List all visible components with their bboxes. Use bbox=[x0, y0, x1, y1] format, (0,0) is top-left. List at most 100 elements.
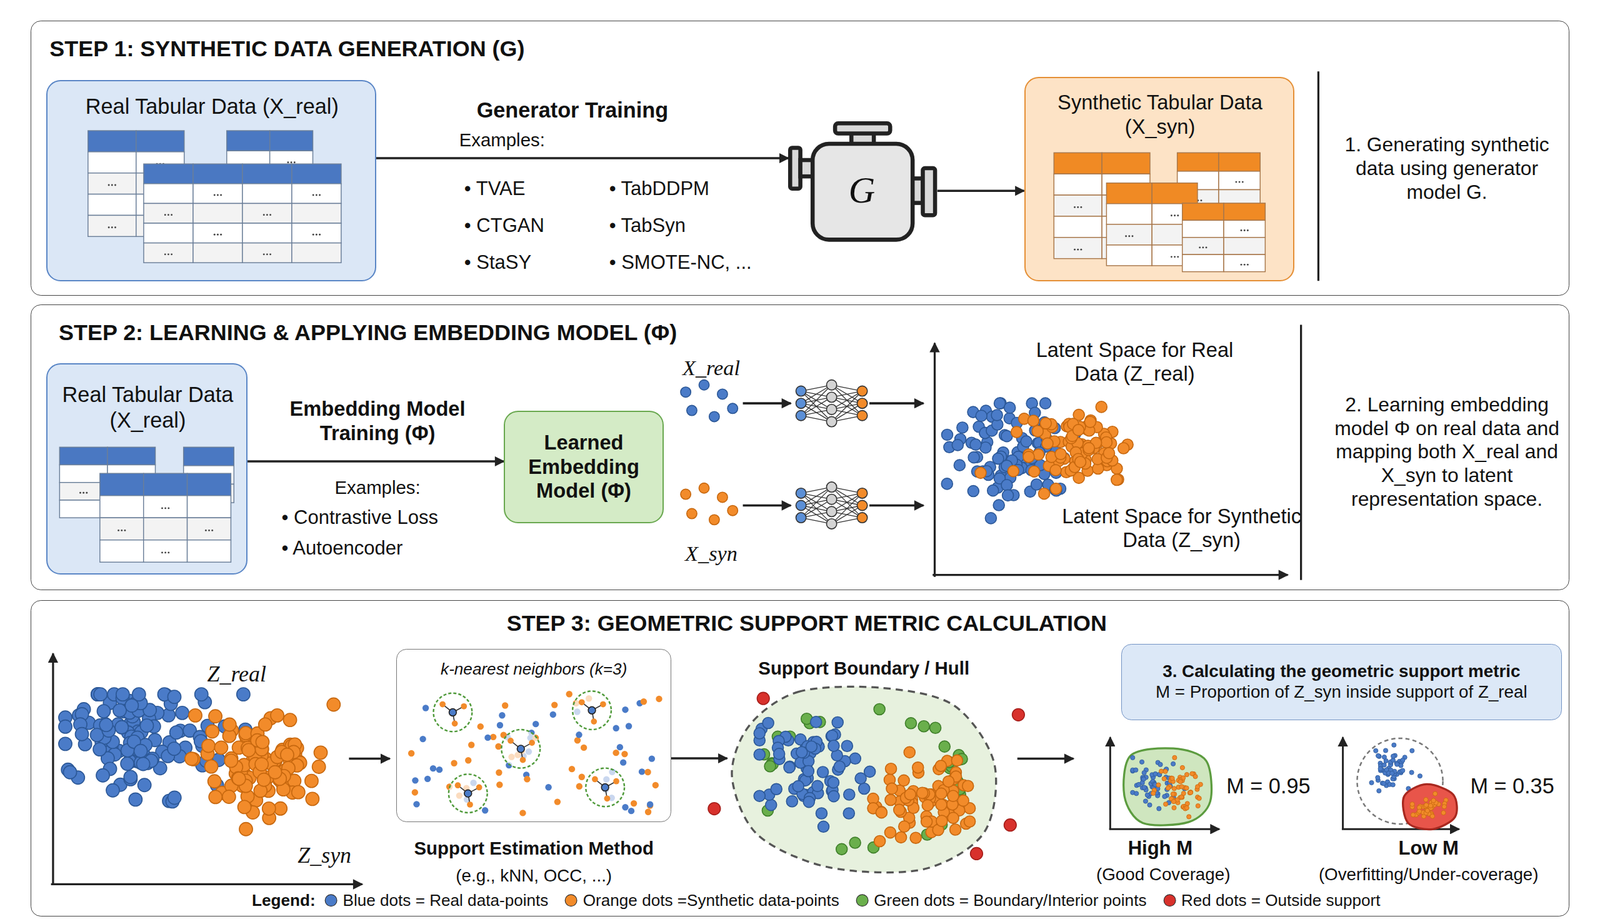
table-cell bbox=[143, 517, 188, 540]
data-point bbox=[1050, 464, 1062, 476]
table-cell bbox=[242, 223, 292, 244]
table-cell bbox=[291, 203, 342, 224]
data-point bbox=[613, 724, 620, 731]
data-point bbox=[201, 738, 215, 752]
cell-dots bbox=[114, 226, 117, 229]
data-point bbox=[962, 780, 974, 792]
annotation: High M bbox=[1128, 836, 1193, 860]
cell-dots bbox=[211, 528, 214, 531]
data-point bbox=[885, 793, 897, 805]
data-point bbox=[935, 760, 947, 772]
boundary-point bbox=[918, 720, 930, 732]
data-point bbox=[941, 428, 953, 440]
data-point bbox=[1416, 808, 1422, 814]
data-point bbox=[680, 488, 691, 499]
cell-dots bbox=[111, 184, 114, 187]
data-point bbox=[232, 771, 246, 785]
data-point bbox=[123, 770, 137, 784]
table-cell bbox=[107, 446, 156, 465]
data-point bbox=[495, 743, 502, 750]
neighborhood-circle bbox=[586, 767, 625, 807]
data-point bbox=[620, 758, 627, 765]
flow-arrow bbox=[743, 504, 792, 507]
table-cell bbox=[100, 495, 144, 517]
illustration bbox=[51, 71, 1460, 884]
data-point bbox=[1188, 790, 1193, 795]
support-region bbox=[1123, 748, 1212, 825]
node-title: Synthetic Tabular Data (X_syn) bbox=[1037, 91, 1283, 140]
network-neuron bbox=[856, 398, 867, 409]
data-point bbox=[686, 508, 697, 519]
data-point bbox=[783, 761, 795, 773]
cell-dots bbox=[1131, 235, 1134, 238]
data-point bbox=[485, 733, 492, 740]
support-region bbox=[731, 686, 997, 872]
data-point bbox=[214, 740, 228, 754]
data-point bbox=[1195, 784, 1200, 789]
cell-dots bbox=[167, 253, 170, 256]
data-point bbox=[970, 438, 982, 450]
data-point bbox=[185, 751, 199, 765]
network-neuron bbox=[826, 416, 837, 427]
neighborhood-circle bbox=[501, 729, 541, 769]
network-neuron bbox=[795, 512, 806, 523]
data-point bbox=[223, 717, 237, 731]
table-cell bbox=[143, 203, 194, 224]
legend-dot bbox=[565, 894, 578, 907]
data-point bbox=[195, 687, 209, 701]
data-point bbox=[951, 754, 964, 766]
data-point bbox=[574, 736, 581, 744]
data-point bbox=[239, 822, 253, 836]
data-point bbox=[858, 782, 870, 794]
table-cell bbox=[1181, 237, 1224, 255]
cell-dots bbox=[205, 528, 207, 531]
table-cell bbox=[1106, 245, 1152, 266]
table-cell bbox=[183, 446, 235, 466]
cell-dots bbox=[1076, 206, 1079, 209]
cell-dots bbox=[290, 161, 293, 164]
data-point bbox=[115, 720, 129, 734]
table-cell bbox=[242, 243, 292, 264]
cell-dots bbox=[319, 233, 322, 236]
support-hull: Support Boundary / Hull bbox=[726, 679, 1001, 874]
table-cell bbox=[1053, 237, 1102, 259]
flow-arrow bbox=[933, 343, 936, 577]
data-point bbox=[205, 724, 219, 738]
data-point bbox=[99, 718, 113, 732]
data-point bbox=[646, 800, 654, 807]
table-cell bbox=[1218, 153, 1260, 172]
data-point bbox=[241, 743, 255, 757]
data-point bbox=[133, 744, 147, 758]
table-cell bbox=[1053, 216, 1102, 238]
data-point bbox=[922, 799, 934, 811]
cell-dots bbox=[165, 506, 167, 509]
cell-dots bbox=[171, 253, 174, 256]
query-point bbox=[517, 745, 525, 753]
data-point bbox=[645, 768, 652, 775]
table-cell bbox=[1101, 153, 1150, 175]
data-point bbox=[1417, 773, 1422, 779]
annotation: Examples: bbox=[459, 128, 545, 151]
data-point bbox=[524, 775, 531, 782]
data-point bbox=[451, 720, 459, 727]
table-cell bbox=[136, 130, 185, 152]
data-point bbox=[568, 765, 575, 772]
flow-arrow bbox=[1109, 736, 1112, 829]
data-point bbox=[613, 749, 620, 756]
data-point bbox=[451, 759, 458, 766]
cell-dots bbox=[1243, 263, 1245, 266]
cell-dots bbox=[1205, 246, 1207, 249]
flow-arrow bbox=[1341, 736, 1344, 829]
data-point bbox=[468, 741, 475, 748]
engine-part bbox=[813, 143, 914, 240]
outside-point bbox=[1012, 708, 1025, 722]
data-point bbox=[1028, 465, 1040, 477]
cell-dots bbox=[1170, 256, 1172, 259]
data-point bbox=[1428, 803, 1433, 808]
step-panel: STEP 1: SYNTHETIC DATA GENERATION (G)Rea… bbox=[30, 20, 1570, 297]
flow-arrow bbox=[51, 653, 54, 884]
boundary-point bbox=[874, 703, 886, 715]
table-cell bbox=[242, 203, 292, 224]
cell-dots bbox=[1125, 235, 1127, 238]
data-point bbox=[58, 720, 72, 734]
